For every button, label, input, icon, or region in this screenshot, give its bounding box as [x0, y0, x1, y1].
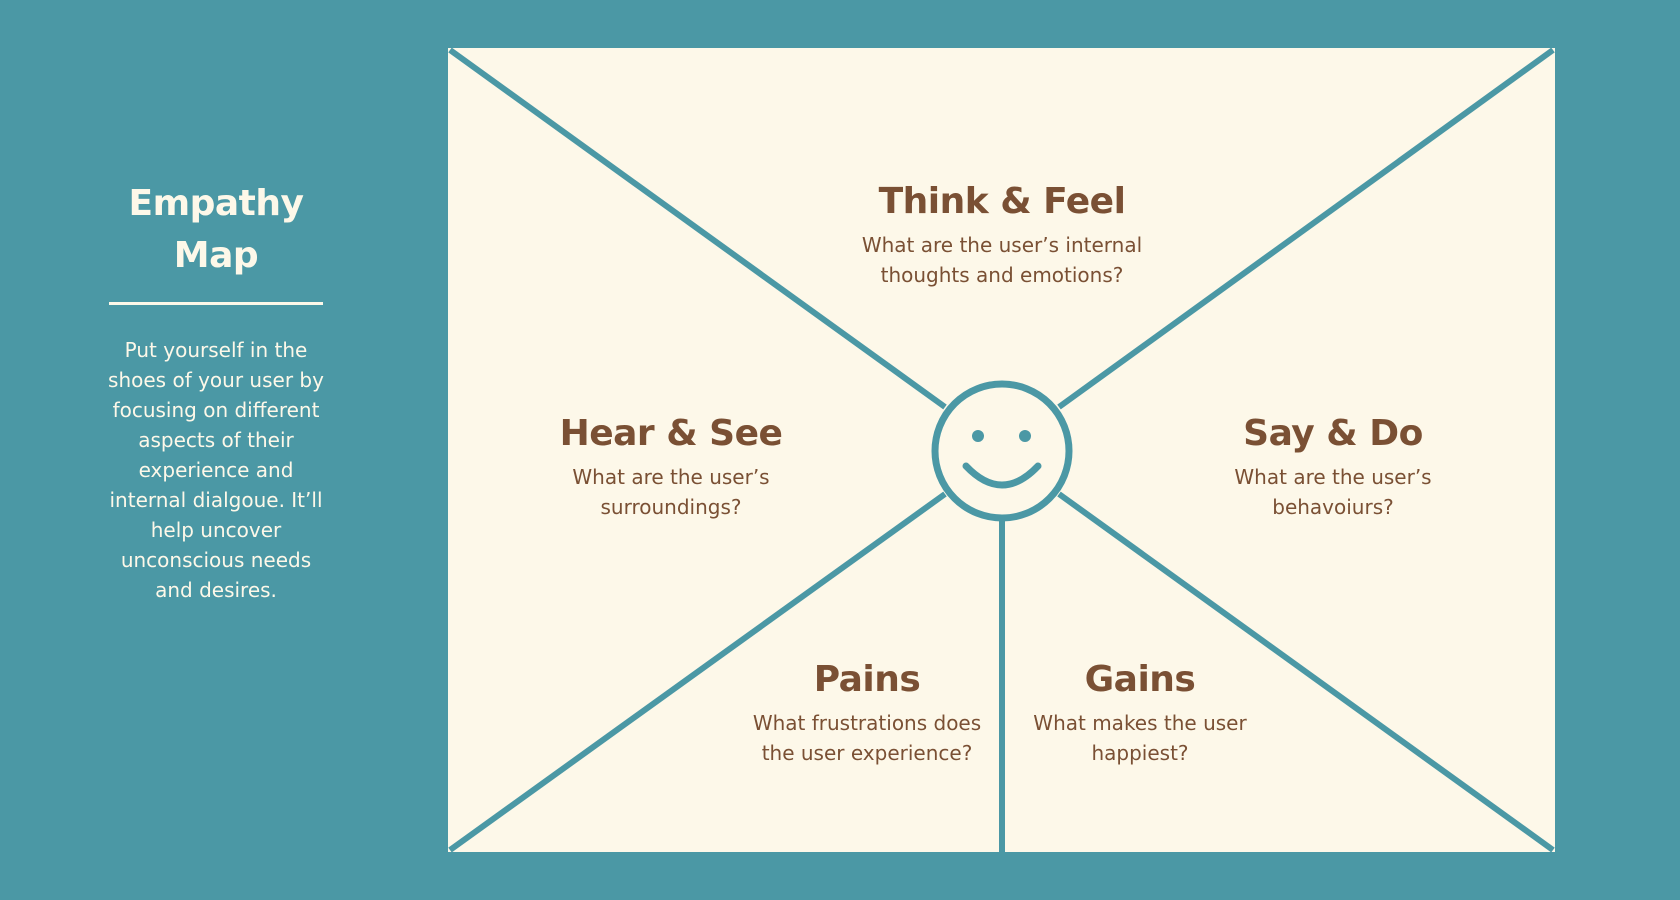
question-line: What are the user’s — [572, 465, 770, 489]
question-line: What makes the user — [1033, 711, 1247, 735]
quadrant-gains: Gains What makes the user happiest? — [1015, 658, 1265, 768]
question-line: surroundings? — [600, 495, 742, 519]
quadrant-say-do: Say & Do What are the user’s behavoiurs? — [1208, 412, 1458, 522]
divider-top-left — [448, 48, 947, 410]
page-title: Empathy Map — [128, 183, 304, 276]
sidebar-description: Put yourself in the shoes of your user b… — [108, 338, 324, 602]
question-line: What are the user’s internal — [861, 233, 1143, 257]
divider-top-right — [1057, 48, 1555, 410]
question-line: behavoiurs? — [1272, 495, 1394, 519]
quadrant-hear-see: Hear & See What are the user’s surroundi… — [546, 412, 796, 522]
quadrant-question: What are the user’s surroundings? — [546, 462, 796, 522]
question-line: thoughts and emotions? — [880, 263, 1124, 287]
quadrant-question: What are the user’s internal thoughts an… — [827, 230, 1177, 290]
quadrant-question: What frustrations does the user experien… — [742, 708, 992, 768]
quadrant-question: What makes the user happiest? — [1015, 708, 1265, 768]
quadrant-title: Say & Do — [1243, 413, 1423, 454]
quadrant-title: Hear & See — [559, 413, 783, 454]
title-divider — [109, 302, 323, 305]
quadrant-question: What are the user’s behavoiurs? — [1208, 462, 1458, 522]
question-line: happiest? — [1091, 741, 1189, 765]
question-line: What frustrations does — [752, 711, 982, 735]
question-line: the user experience? — [761, 741, 973, 765]
smiley-face-icon — [931, 380, 1073, 522]
quadrant-title: Think & Feel — [878, 181, 1126, 222]
quadrant-pains: Pains What frustrations does the user ex… — [742, 658, 992, 768]
quadrant-title: Gains — [1084, 659, 1196, 700]
question-line: What are the user’s — [1234, 465, 1432, 489]
empathy-map-board: Think & Feel What are the user’s interna… — [448, 48, 1555, 852]
board-lines — [448, 48, 1555, 852]
quadrant-title: Pains — [813, 659, 921, 700]
quadrant-think-feel: Think & Feel What are the user’s interna… — [827, 180, 1177, 290]
divider-bottom-left — [448, 491, 947, 852]
divider-bottom-right — [1057, 491, 1555, 852]
sidebar: Empathy Map Put yourself in the shoes of… — [96, 178, 336, 605]
